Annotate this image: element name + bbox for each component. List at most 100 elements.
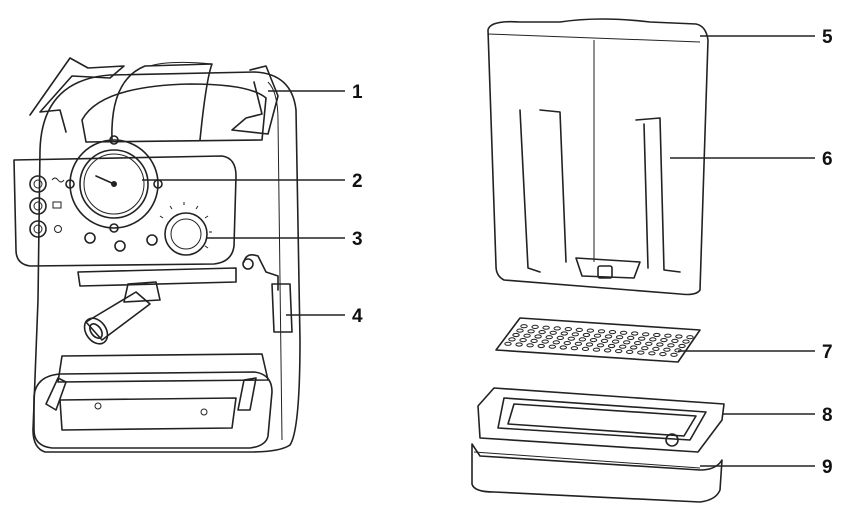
grid-hole	[634, 341, 642, 346]
grid-hole	[548, 344, 556, 349]
callout-6: 6	[670, 149, 833, 170]
grid-hole	[586, 328, 595, 333]
grid-hole	[545, 335, 553, 340]
grid-hole	[653, 332, 661, 338]
portafilter	[83, 281, 161, 345]
grid-hole	[526, 343, 534, 348]
grid-hole	[571, 332, 579, 337]
callout-7: 7	[678, 342, 833, 363]
callout-3: 3	[206, 229, 363, 250]
grid-hole	[652, 346, 660, 351]
grid-hole	[648, 351, 656, 356]
drip-tray-base	[471, 387, 725, 503]
grid-hole	[659, 352, 667, 357]
top-cylinder	[111, 63, 213, 141]
grid-hole	[515, 342, 523, 347]
indicator-light-2	[114, 240, 126, 252]
grid-hole	[542, 325, 550, 330]
grid-hole	[575, 327, 583, 332]
grid-hole	[649, 337, 657, 342]
pressure-gauge	[65, 135, 163, 233]
callout-number-4: 4	[352, 306, 363, 327]
grid-hole	[642, 332, 650, 337]
grid-hole	[626, 349, 634, 354]
indicator-light-1	[84, 232, 96, 244]
grid-hole	[686, 335, 694, 340]
callout-number-9: 9	[822, 457, 833, 478]
grid-hole	[512, 332, 520, 338]
tank-cover	[81, 83, 267, 143]
grid-hole	[563, 341, 571, 346]
power-button	[29, 220, 47, 238]
grid-hole	[559, 345, 567, 350]
grid-hole	[585, 342, 594, 347]
callout-5: 5	[700, 27, 833, 48]
grid-hole	[660, 338, 668, 343]
grid-hole	[582, 332, 591, 338]
brew-head	[77, 267, 237, 287]
callout-number-1: 1	[352, 82, 363, 103]
machine-base	[57, 353, 269, 383]
grid-hole	[670, 352, 678, 357]
grid-hole	[549, 330, 557, 335]
callout-8: 8	[722, 405, 833, 426]
grid-hole	[567, 336, 575, 341]
machine-body	[32, 71, 301, 453]
grid-hole	[607, 343, 616, 349]
grid-hole	[631, 331, 639, 336]
grid-hole	[516, 328, 524, 333]
callout-number-6: 6	[822, 149, 833, 170]
grid-hole	[556, 335, 564, 340]
callout-1: 1	[268, 82, 363, 103]
grid-hole	[564, 327, 572, 332]
grid-hole	[615, 335, 624, 340]
grid-hole	[520, 324, 528, 329]
grid-hole	[537, 343, 545, 349]
grid-hole	[615, 349, 623, 354]
grid-hole	[641, 346, 649, 351]
grid-hole	[534, 334, 542, 339]
grid-hole	[627, 335, 635, 340]
grid-hole	[578, 337, 587, 342]
rotary-knob	[159, 202, 212, 256]
grid-hole	[589, 338, 598, 343]
grid-hole	[592, 347, 601, 352]
drip-grid	[495, 317, 701, 363]
grid-hole	[664, 333, 672, 338]
grid-hole	[637, 350, 645, 355]
grid-hole	[508, 337, 516, 342]
grid-hole	[597, 329, 606, 334]
water-tank	[487, 18, 709, 296]
grid-hole	[608, 330, 617, 335]
grid-hole	[530, 338, 538, 343]
grid-hole	[560, 331, 568, 336]
steam-button	[29, 175, 47, 193]
grid-hole	[596, 343, 605, 348]
indicator-light-3	[146, 234, 158, 246]
grid-hole	[619, 330, 628, 335]
grid-hole	[603, 348, 612, 353]
callout-number-2: 2	[352, 171, 363, 192]
grid-hole	[611, 339, 620, 344]
tank-handle	[29, 57, 279, 135]
grid-hole	[531, 324, 539, 329]
grid-hole	[671, 338, 679, 343]
grid-hole	[570, 346, 579, 351]
grid-hole	[574, 341, 583, 346]
grid-hole	[656, 342, 664, 347]
drip-tray	[33, 371, 273, 449]
callout-number-8: 8	[822, 405, 833, 426]
callout-2: 2	[142, 171, 363, 192]
grid-hole	[667, 343, 675, 348]
grid-hole	[663, 347, 671, 352]
espresso-machine	[13, 57, 301, 453]
grid-hole	[519, 338, 527, 343]
grid-hole	[581, 346, 590, 351]
grid-hole	[538, 330, 546, 335]
grid-hole	[604, 334, 613, 339]
grid-hole	[593, 333, 602, 338]
grid-hole	[527, 329, 535, 334]
grid-hole	[630, 345, 638, 350]
